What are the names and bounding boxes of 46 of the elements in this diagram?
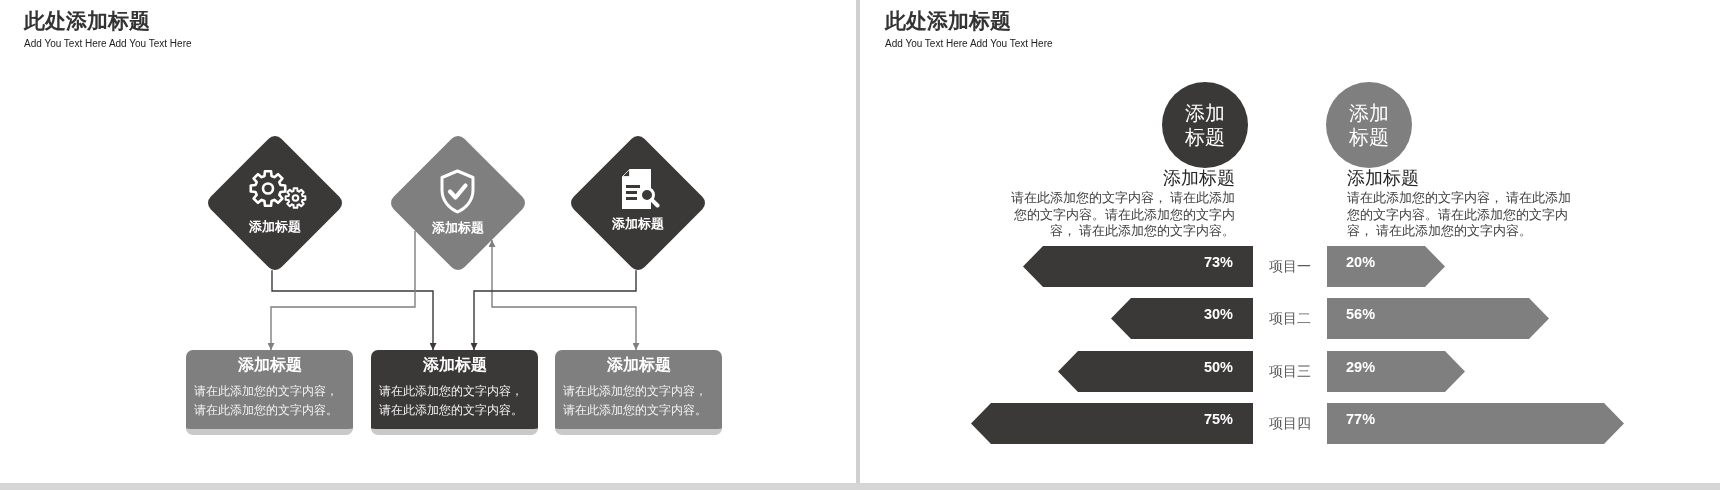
value-label: 29%	[1346, 357, 1376, 377]
category-label: 项目二	[1269, 310, 1311, 329]
connector-arrow	[271, 269, 437, 351]
connector-arrow	[470, 269, 637, 351]
arrow-bar	[1327, 350, 1465, 392]
arrow-bar	[971, 403, 1253, 445]
slide-title: 此处添加标题	[24, 8, 150, 34]
circle-label: 添加标题	[1184, 101, 1226, 149]
card-text: 请在此添加您的文字内容，请在此添加您的文字内容。	[563, 383, 708, 419]
value-label: 75%	[1203, 410, 1233, 430]
content-card	[371, 350, 538, 435]
category-label: 项目一	[1269, 258, 1311, 276]
card-title: 添加标题	[422, 355, 487, 375]
content-card	[186, 350, 353, 435]
arrow-bar	[1327, 246, 1445, 287]
column-text: 请在此添加您的文字内容， 请在此添加您的文字内容。请在此添加您的文字内容， 请在此添加您的文字内容。	[1009, 190, 1235, 240]
value-label: 50%	[1203, 357, 1233, 377]
arrow-bar	[1327, 298, 1549, 340]
value-label: 30%	[1203, 305, 1233, 325]
column-heading: 添加标题	[1347, 167, 1419, 190]
diamond-label: 添加标题	[612, 216, 664, 233]
arrow-bar	[1023, 246, 1253, 287]
column-heading: 添加标题	[1163, 167, 1235, 190]
diamond-label: 添加标题	[432, 220, 484, 237]
slide-title: 此处添加标题	[885, 8, 1011, 34]
circle-label: 添加标题	[1348, 101, 1390, 149]
diamond-label: 添加标题	[249, 219, 301, 236]
card-text: 请在此添加您的文字内容，请在此添加您的文字内容。	[194, 383, 339, 419]
arrow-bar	[1058, 350, 1253, 392]
column-text: 请在此添加您的文字内容， 请在此添加您的文字内容。请在此添加您的文字内容， 请在此添加您的文字内容。	[1347, 190, 1573, 240]
value-label: 73%	[1203, 253, 1233, 272]
slide-subtitle: Add You Text Here Add You Text Here	[24, 37, 192, 50]
arrow-bar	[1111, 298, 1253, 340]
value-label: 20%	[1346, 253, 1376, 272]
connector-arrow	[488, 239, 640, 351]
slide-subtitle: Add You Text Here Add You Text Here	[885, 37, 1053, 50]
card-title: 添加标题	[606, 355, 671, 375]
value-label: 77%	[1346, 410, 1376, 430]
content-card	[555, 350, 722, 435]
value-label: 56%	[1346, 305, 1376, 325]
category-label: 项目三	[1269, 362, 1311, 381]
category-label: 项目四	[1269, 415, 1311, 434]
card-title: 添加标题	[237, 355, 302, 375]
connector-arrow	[267, 230, 416, 351]
card-text: 请在此添加您的文字内容，请在此添加您的文字内容。	[379, 383, 524, 419]
arrow-bar	[1327, 403, 1624, 445]
